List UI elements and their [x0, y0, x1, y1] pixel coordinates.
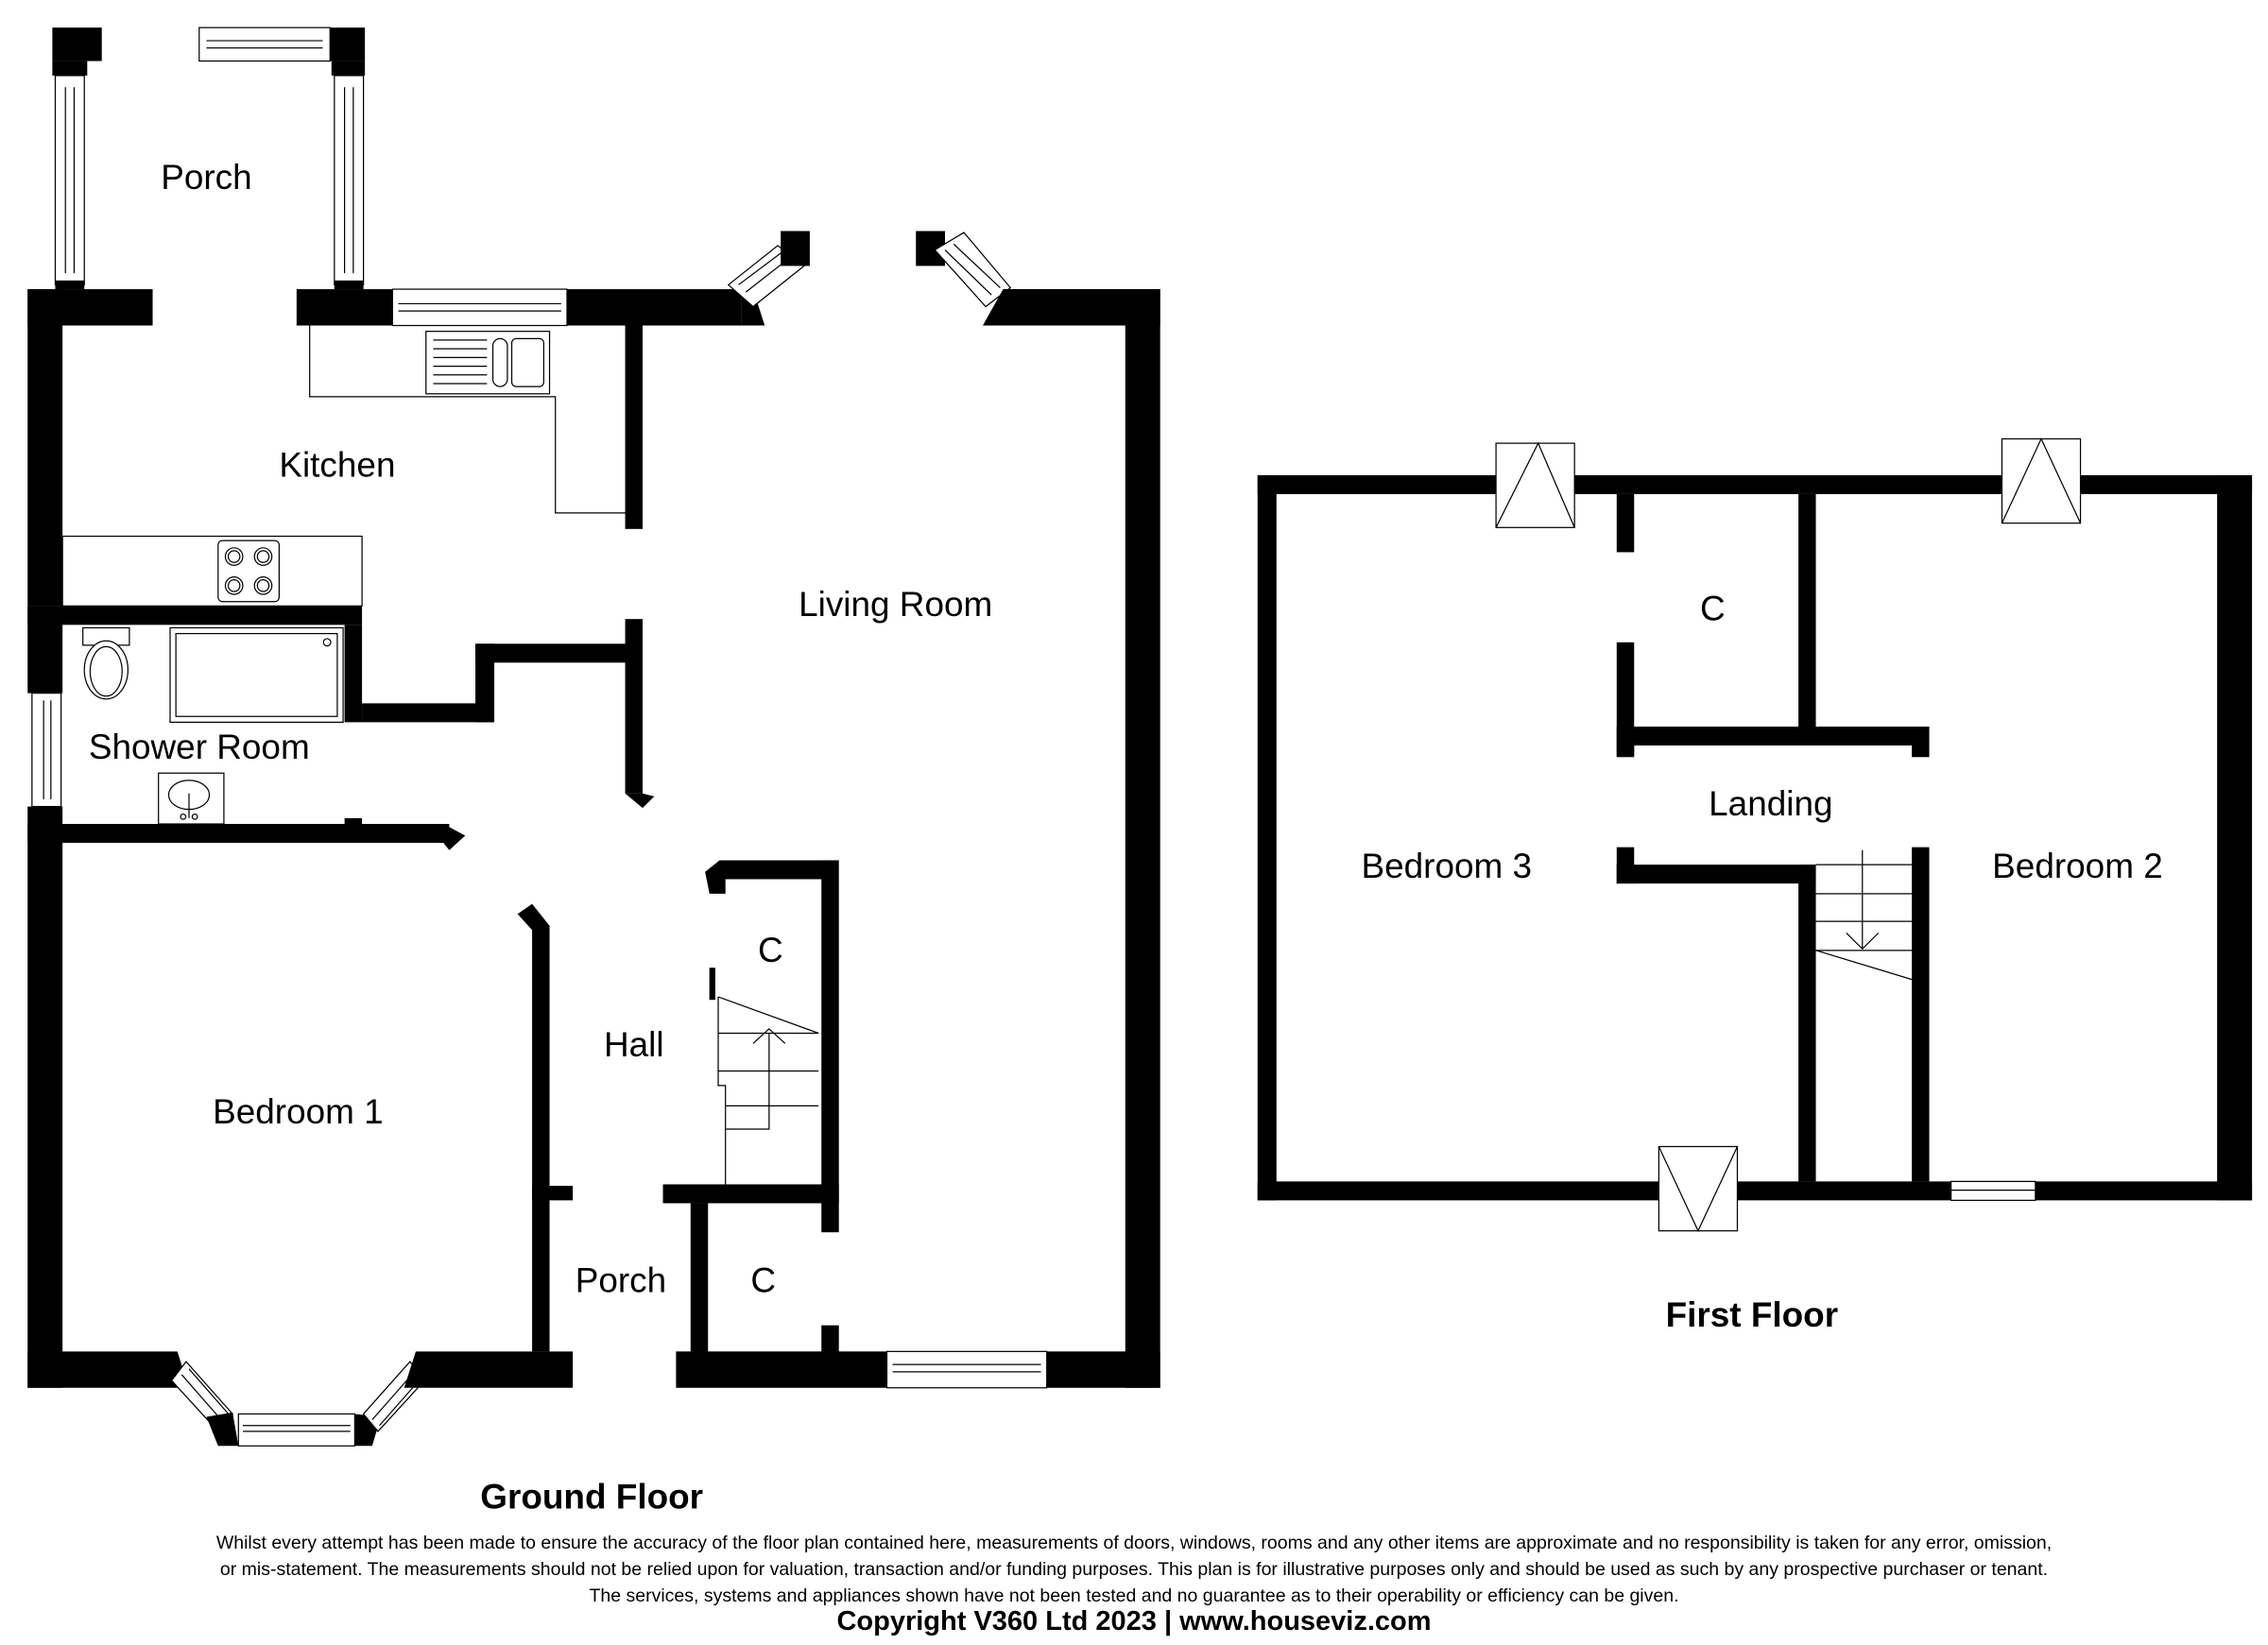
room-label-bedroom-2: Bedroom 2 — [1992, 847, 2163, 885]
window — [1950, 1180, 2036, 1201]
room-label-bedroom-1: Bedroom 1 — [213, 1092, 384, 1131]
hob-icon — [217, 540, 280, 603]
room-label-landing: Landing — [1709, 784, 1832, 823]
room-label-shower-room: Shower Room — [89, 728, 310, 766]
sink-drainer — [433, 339, 488, 385]
room-label-kitchen: Kitchen — [279, 445, 395, 484]
ground-floor-title: Ground Floor — [480, 1477, 703, 1516]
disclaimer-line-3: The services, systems and appliances sho… — [589, 1585, 1679, 1606]
room-label-bedroom-3: Bedroom 3 — [1361, 847, 1532, 885]
top-porch — [52, 26, 366, 290]
window — [934, 231, 1012, 308]
window — [54, 75, 85, 286]
room-label-living-room: Living Room — [799, 585, 992, 624]
ground-floor-plan: Porch Kitchen Living Room Shower Room C … — [27, 26, 1160, 1516]
window — [31, 693, 62, 808]
window — [391, 288, 568, 327]
first-floor-title: First Floor — [1666, 1295, 1839, 1334]
room-label-cupboard-hall: C — [758, 931, 783, 969]
roof-window — [1495, 442, 1575, 528]
first-floor-plan: C Landing Bedroom 3 Bedroom 2 First Floo… — [1257, 437, 2253, 1334]
disclaimer-line-1: Whilst every attempt has been made to en… — [215, 1533, 2053, 1553]
toilet-icon — [83, 640, 129, 700]
roof-window — [1658, 1145, 1739, 1232]
window — [334, 75, 365, 286]
copyright-link[interactable]: Copyright V360 Ltd 2023 | www.houseviz.c… — [836, 1606, 1432, 1636]
window — [885, 1350, 1048, 1389]
window — [198, 26, 331, 62]
roof-window — [2001, 437, 2082, 524]
room-label-porch-front: Porch — [576, 1260, 666, 1299]
window — [237, 1413, 355, 1447]
room-label-cupboard-porch: C — [750, 1260, 776, 1299]
room-label-cupboard-first: C — [1700, 590, 1726, 628]
room-label-porch-top: Porch — [161, 158, 251, 197]
room-label-hall: Hall — [604, 1025, 664, 1064]
shower-tray — [169, 626, 344, 723]
disclaimer-line-2: or mis-statement. The measurements shoul… — [219, 1559, 2049, 1580]
